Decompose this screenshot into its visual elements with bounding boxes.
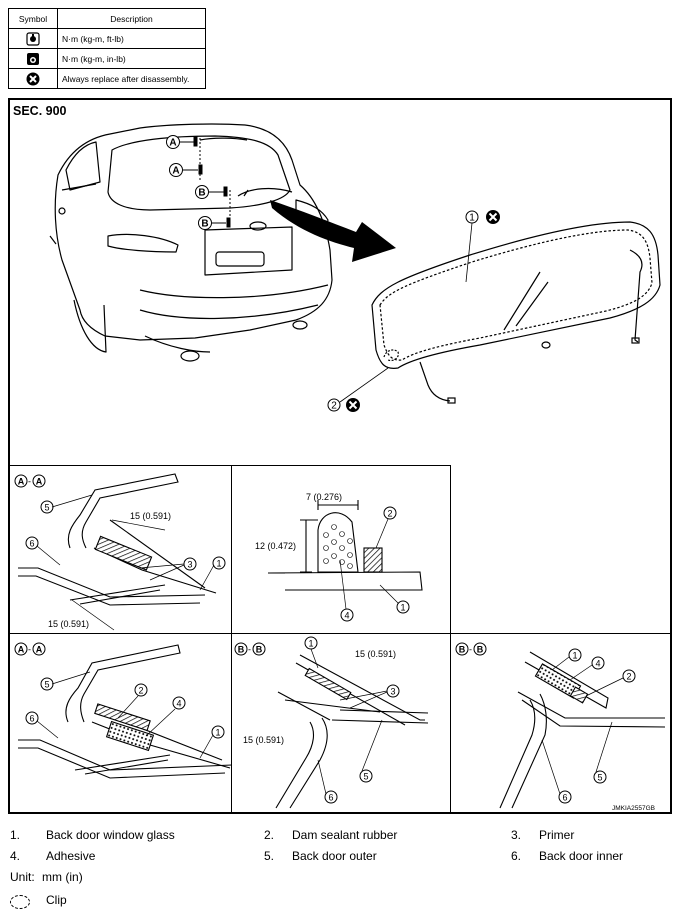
svg-text:6: 6 xyxy=(29,539,34,549)
callout-b: B xyxy=(201,219,208,230)
clip-icon xyxy=(10,895,30,909)
section-a-a-primer xyxy=(18,473,217,606)
divider xyxy=(450,465,451,634)
dim-15: 15 (0.591) xyxy=(130,511,171,521)
svg-text:2: 2 xyxy=(138,686,143,696)
svg-text:B: B xyxy=(477,645,484,655)
svg-text:6: 6 xyxy=(328,793,333,803)
svg-text:-: - xyxy=(469,645,472,655)
torque-wrench-small-icon xyxy=(27,52,39,65)
replace-x-icon xyxy=(488,212,498,222)
svg-text:5: 5 xyxy=(363,772,368,782)
torque-wrench-icon xyxy=(26,31,40,46)
symbol-desc: Always replace after disassembly. xyxy=(57,68,206,89)
callout-1: 1 xyxy=(469,213,475,224)
svg-text:-: - xyxy=(28,645,31,655)
divider xyxy=(450,633,451,813)
svg-text:A: A xyxy=(36,477,43,487)
svg-text:1: 1 xyxy=(572,651,577,661)
dim-15: 15 (0.591) xyxy=(48,619,89,629)
clip-label: Clip xyxy=(46,893,67,907)
divider xyxy=(9,465,451,466)
dim-12: 12 (0.472) xyxy=(255,541,296,551)
svg-text:B: B xyxy=(459,645,466,655)
unit-value: mm (in) xyxy=(42,870,83,884)
svg-text:B: B xyxy=(238,645,245,655)
svg-text:-: - xyxy=(248,645,251,655)
svg-text:3: 3 xyxy=(390,687,395,697)
svg-text:1: 1 xyxy=(215,728,220,738)
dim-15: 15 (0.591) xyxy=(243,735,284,745)
car-body xyxy=(54,123,333,341)
svg-text:1: 1 xyxy=(216,559,221,569)
section-b-b-adhesive xyxy=(499,651,666,809)
section-a-a-adhesive xyxy=(18,644,233,779)
section-label: SEC. 900 xyxy=(13,104,67,118)
svg-text:5: 5 xyxy=(44,503,49,513)
replace-x-icon xyxy=(26,72,40,85)
replace-x-icon xyxy=(348,400,358,410)
svg-text:4: 4 xyxy=(595,659,600,669)
svg-text:5: 5 xyxy=(597,773,602,783)
section-bead-profile xyxy=(267,500,423,591)
dim-7: 7 (0.276) xyxy=(306,492,342,502)
callout-b: B xyxy=(198,188,205,199)
svg-text:4: 4 xyxy=(344,611,349,621)
callout-a: A xyxy=(169,138,176,149)
unit-label: Unit: xyxy=(10,870,35,884)
section-b-b-primer xyxy=(275,654,429,809)
svg-text:A: A xyxy=(18,477,25,487)
svg-text:4: 4 xyxy=(176,699,181,709)
callout-2: 2 xyxy=(331,401,337,412)
divider xyxy=(9,633,671,634)
svg-text:6: 6 xyxy=(29,714,34,724)
svg-text:2: 2 xyxy=(387,509,392,519)
svg-text:1: 1 xyxy=(400,603,405,613)
svg-text:2: 2 xyxy=(626,672,631,682)
svg-text:-: - xyxy=(28,477,31,487)
svg-text:3: 3 xyxy=(187,560,192,570)
direction-arrow xyxy=(270,200,396,262)
callout-a: A xyxy=(172,166,179,177)
diagram-frame xyxy=(8,98,672,814)
window-glass xyxy=(371,221,661,369)
svg-text:5: 5 xyxy=(44,680,49,690)
svg-text:B: B xyxy=(256,645,263,655)
image-code: JMKIA2557GB xyxy=(612,805,655,812)
divider xyxy=(231,465,232,813)
unit-row: Unit: mm (in) xyxy=(10,870,83,884)
svg-text:6: 6 xyxy=(562,793,567,803)
svg-text:A: A xyxy=(36,645,43,655)
symbol-table: Symbol Description N·m (kg-m, ft-lb) N·m… xyxy=(8,8,206,89)
svg-text:1: 1 xyxy=(308,639,313,649)
dim-15: 15 (0.591) xyxy=(355,649,396,659)
svg-text:A: A xyxy=(18,645,25,655)
